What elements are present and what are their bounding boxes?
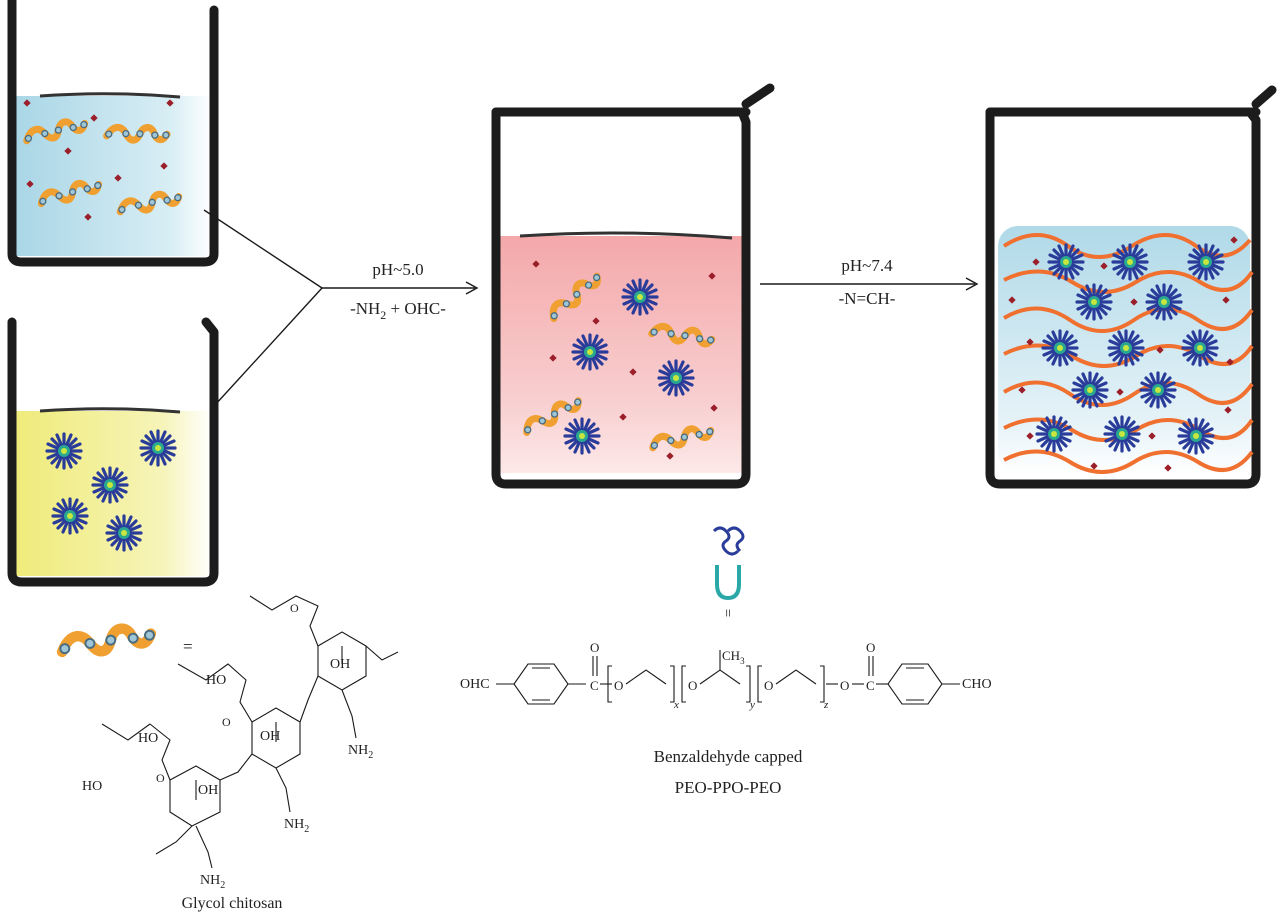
svg-text:y: y	[749, 699, 755, 711]
peo-ppo-peo-name-line2: PEO-PPO-PEO	[675, 778, 782, 797]
svg-text:C: C	[590, 678, 599, 693]
svg-text:HO: HO	[82, 779, 102, 794]
chain-equals-sign: =	[183, 637, 193, 656]
svg-text:HO: HO	[206, 673, 226, 688]
svg-text:OH: OH	[260, 729, 280, 744]
svg-text:NH2: NH2	[284, 817, 309, 835]
svg-text:O: O	[156, 771, 165, 785]
svg-text:z: z	[823, 699, 829, 711]
chain-legend: =	[59, 626, 193, 656]
svg-text:O: O	[840, 678, 849, 693]
svg-text:O: O	[866, 640, 875, 655]
svg-text:OHC: OHC	[460, 677, 490, 692]
svg-text:O: O	[222, 715, 231, 729]
beaker-glycol-chitosan	[7, 0, 219, 267]
arrow1-condition-ph: pH~5.0	[372, 260, 423, 279]
arrow2-condition-ph: pH~7.4	[841, 256, 893, 275]
arrow-step-2: pH~7.4 -N=CH-	[760, 256, 979, 308]
micelle-equals-sign: =	[719, 609, 735, 617]
arrow1-reaction: -NH2 + OHC-	[350, 299, 446, 322]
merge-lines	[203, 209, 323, 406]
svg-text:C: C	[866, 678, 875, 693]
svg-text:O: O	[290, 601, 299, 615]
svg-text:OH: OH	[198, 783, 218, 798]
beaker-micelles	[7, 317, 219, 587]
svg-text:O: O	[764, 678, 773, 693]
svg-text:x: x	[673, 699, 679, 711]
svg-text:HO: HO	[138, 731, 158, 746]
svg-text:O: O	[614, 678, 623, 693]
glycol-chitosan-name: Glycol chitosan	[182, 895, 283, 912]
peo-ppo-peo-legend: =	[712, 526, 745, 617]
glycol-chitosan-structure: HO HO HO O O O OH OH OH NH2 NH2 NH2 Glyc…	[82, 595, 399, 912]
svg-text:O: O	[688, 678, 697, 693]
svg-text:NH2: NH2	[200, 873, 225, 891]
beaker-hydrogel	[985, 85, 1277, 489]
peo-ppo-peo-name-line1: Benzaldehyde capped	[654, 747, 803, 766]
svg-text:O: O	[590, 640, 599, 655]
arrow2-linkage: -N=CH-	[839, 289, 896, 308]
svg-text:CH3: CH3	[722, 648, 745, 666]
arrow-step-1: pH~5.0 -NH2 + OHC-	[322, 260, 479, 322]
beaker-mixture	[491, 83, 775, 489]
svg-text:CHO: CHO	[962, 677, 992, 692]
svg-text:OH: OH	[330, 657, 350, 672]
peo-ppo-peo-structure: OHC C O O x O CH3 y O z O C O	[460, 640, 992, 797]
svg-text:NH2: NH2	[348, 743, 373, 761]
